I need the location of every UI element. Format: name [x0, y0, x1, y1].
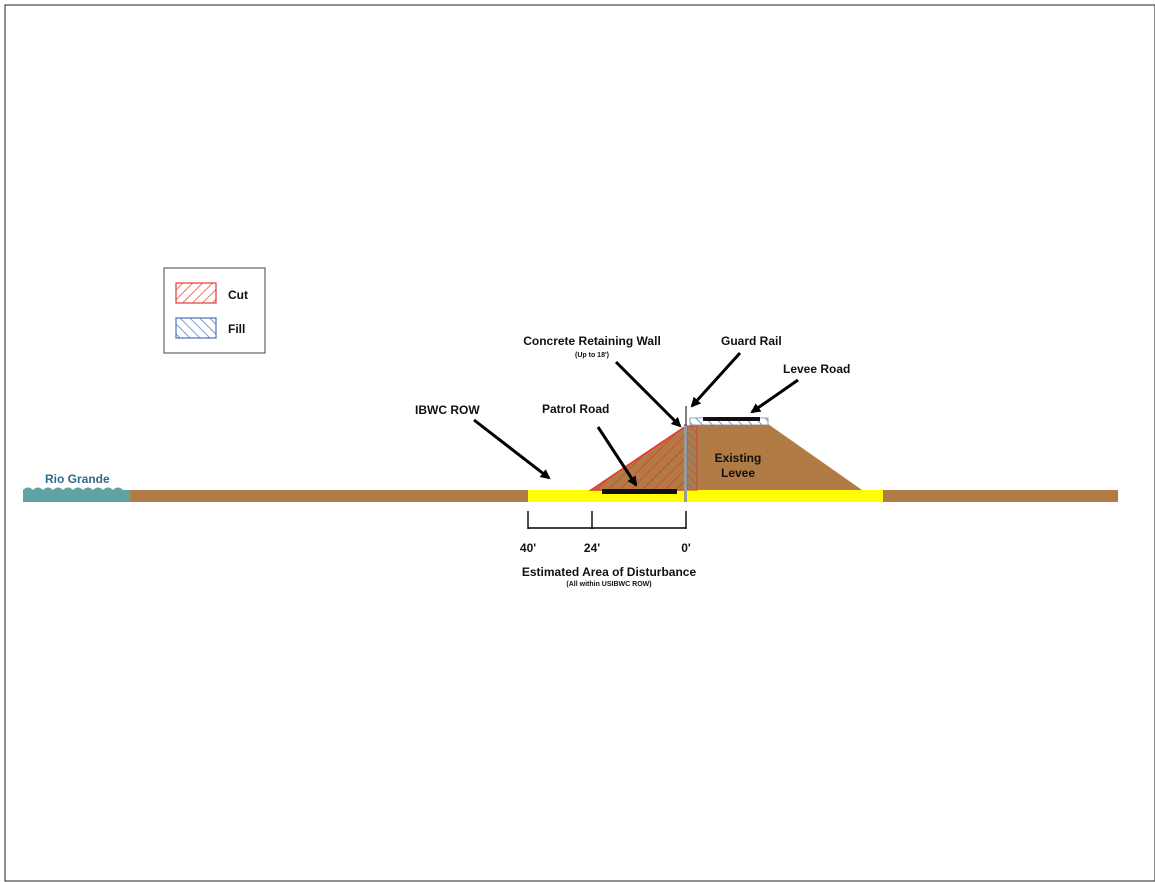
disturbance-title: Estimated Area of Disturbance: [522, 565, 697, 579]
guard-rail-arrow: [690, 351, 742, 408]
dimension-label-24: 24': [584, 541, 600, 555]
legend-cut-label: Cut: [228, 288, 248, 302]
levee-road-surface: [703, 417, 760, 421]
concrete-retaining-wall: [684, 424, 687, 502]
retaining-wall-arrow: [614, 360, 682, 428]
legend: Cut Fill: [163, 267, 266, 354]
legend-box: [163, 267, 266, 354]
dimension-label-40: 40': [520, 541, 536, 555]
levee-road-label: Levee Road: [783, 362, 850, 376]
patrol-road-arrow: [596, 426, 638, 487]
legend-fill-label: Fill: [228, 322, 245, 336]
patrol-road-label: Patrol Road: [542, 402, 609, 416]
ground-right: [883, 490, 1118, 502]
rio-grande-label: Rio Grande: [45, 472, 110, 486]
legend-cut-swatch: [175, 282, 217, 304]
patrol-road-surface: [602, 489, 677, 494]
existing-levee: [697, 424, 862, 490]
retaining-wall-label: Concrete Retaining Wall: [523, 334, 661, 348]
retaining-wall-note: (Up to 18'): [575, 352, 609, 359]
ibwc-row-label: IBWC ROW: [415, 403, 480, 417]
disturbance-note: (All within USIBWC ROW): [566, 581, 651, 588]
row-band: [528, 490, 883, 502]
levee-road-arrow: [750, 378, 799, 414]
dimension-label-0: 0': [681, 541, 691, 555]
wall-fill-strip: [686, 425, 698, 491]
existing-levee-label-1: Existing: [715, 451, 762, 465]
legend-fill-swatch: [175, 317, 217, 339]
page-border: [4, 4, 1155, 882]
river-water: [23, 487, 130, 502]
guard-rail-label: Guard Rail: [721, 334, 782, 348]
existing-levee-label-2: Levee: [721, 466, 755, 480]
disturbance-dimension: 40' 24' 0' Estimated Area of Disturbance…: [520, 511, 697, 588]
ibwc-row-arrow: [473, 418, 551, 480]
ground-left: [130, 490, 528, 502]
